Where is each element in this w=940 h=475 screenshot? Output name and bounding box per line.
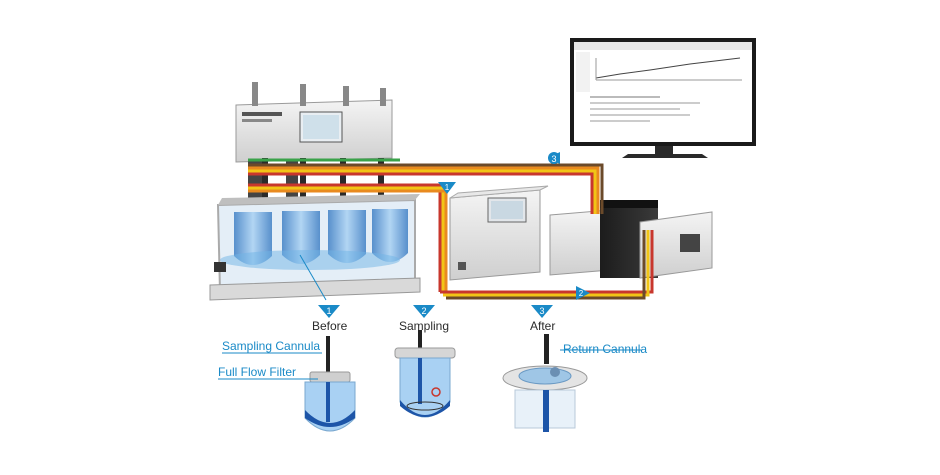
return-cannula-label: Return Cannula xyxy=(563,342,648,356)
flow-marker-1: 1 xyxy=(438,182,456,194)
sampling-pump xyxy=(449,185,549,281)
spectrophotometer xyxy=(549,200,713,279)
flow-marker-2-label: 2 xyxy=(579,289,584,298)
flow-marker-1-label: 1 xyxy=(445,183,450,192)
flow-marker-3: 3 xyxy=(548,152,560,164)
vessel-after xyxy=(502,334,588,432)
stage-3-badge: 3 xyxy=(531,305,553,318)
computer-monitor xyxy=(570,38,756,158)
full-flow-filter-label: Full Flow Filter xyxy=(218,365,297,379)
stage-sampling-label: Sampling xyxy=(399,319,450,333)
flow-marker-3-label: 3 xyxy=(551,154,556,164)
sampling-cannula-label: Sampling Cannula xyxy=(222,339,321,353)
stage-2-step: 2 xyxy=(421,306,426,316)
stage-after-label: After xyxy=(530,319,556,333)
stage-1-badge: 1 xyxy=(318,305,340,318)
stage-before-label: Before xyxy=(312,319,348,333)
vessel-before xyxy=(304,336,356,432)
stage-1-step: 1 xyxy=(326,306,331,316)
vessel-sampling xyxy=(394,330,456,418)
stage-leader-line xyxy=(299,254,327,301)
stage-2-badge: 2 xyxy=(413,305,435,318)
flow-marker-2: 2 xyxy=(576,286,590,300)
stage-3-step: 3 xyxy=(539,306,544,316)
